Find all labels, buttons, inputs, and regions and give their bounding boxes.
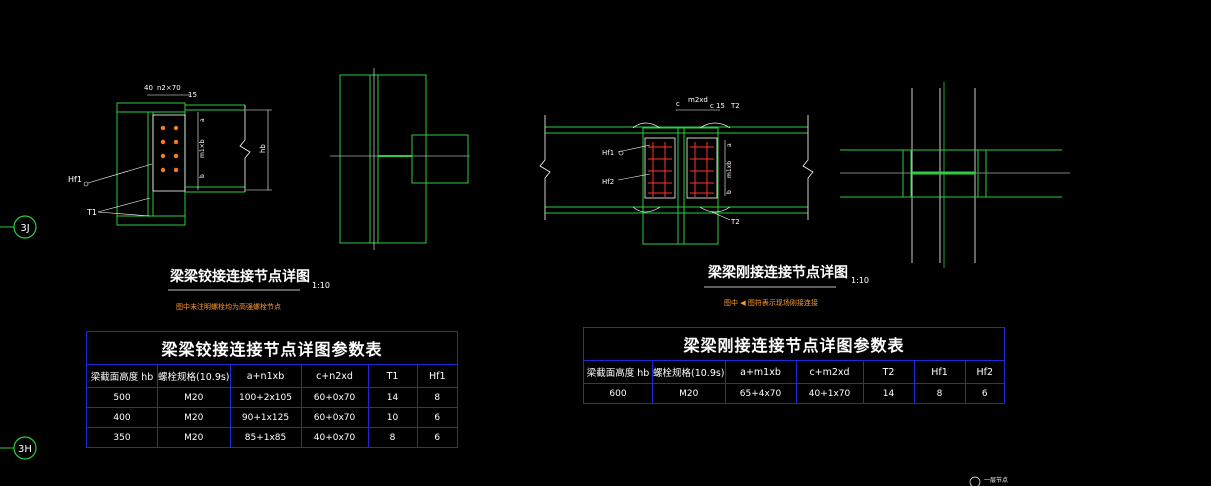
corner-note: 一层节点: [984, 476, 1008, 484]
hinge-scale: 1:10: [312, 281, 330, 290]
table-cell: 14: [862, 383, 915, 404]
rigid-header-0: 梁截面高度 hb: [583, 360, 653, 384]
hinge-hf1-label: Hf1: [68, 175, 82, 184]
table-cell: M20: [157, 407, 231, 428]
table-cell: 8: [416, 387, 459, 408]
hinge-header-2: a+n1xb: [229, 364, 302, 388]
rigid-dim-m1xb: m1xb: [726, 161, 733, 178]
hinge-dim-b: b: [199, 174, 206, 178]
table-cell: 6: [416, 407, 459, 428]
table-cell: 6: [416, 427, 459, 448]
table-cell: M20: [157, 387, 231, 408]
table-cell: M20: [652, 383, 726, 404]
table-cell: 400: [86, 407, 158, 428]
hinge-elevation: 40 n2×70 15 a m1×b b hb Hf1 T1: [68, 84, 272, 226]
hinge-header-3: c+n2xd: [300, 364, 369, 388]
rigid-bolts: [648, 142, 714, 197]
hinge-table-title: 梁梁铰接连接节点详图参数表: [86, 331, 458, 365]
table-cell: 14: [367, 387, 418, 408]
rigid-side-view: [840, 82, 1070, 268]
table-cell: 100+2x105: [229, 387, 302, 408]
hinge-dim-a: a: [199, 118, 206, 122]
rigid-dim-15: 15: [716, 102, 725, 110]
rigid-dim-c: c: [676, 100, 680, 108]
table-cell: 10: [367, 407, 418, 428]
rigid-header-6: Hf2: [964, 360, 1006, 384]
hinge-dim-m1xb: m1×b: [199, 139, 206, 158]
hinge-header-0: 梁截面高度 hb: [86, 364, 158, 388]
rigid-header-3: c+m2xd: [795, 360, 864, 384]
axis-bubble-3j: 3J: [0, 215, 37, 239]
rigid-note: 图中 ◀ 图符表示现场刚接连接: [724, 298, 818, 307]
rigid-dim-a: a: [726, 143, 733, 147]
table-cell: 350: [86, 427, 158, 448]
rigid-label-t2-bottom: T2: [730, 218, 740, 226]
table-cell: 6: [964, 383, 1006, 404]
rigid-dim-c2: c: [710, 102, 714, 110]
table-row: 400 M20 90+1x125 60+0x70 10 6: [86, 407, 459, 428]
rigid-param-table: 梁梁刚接连接节点详图参数表 梁截面高度 hb 螺栓规格(10.9s) a+m1x…: [583, 327, 1006, 404]
table-cell: M20: [157, 427, 231, 448]
hinge-title: 梁梁铰接连接节点详图: [169, 268, 310, 285]
hinge-param-table: 梁梁铰接连接节点详图参数表 梁截面高度 hb 螺栓规格(10.9s) a+n1x…: [86, 331, 459, 448]
table-cell: 40+1x70: [795, 383, 864, 404]
table-cell: 60+0x70: [300, 407, 369, 428]
axis-bubble-3h: 3H: [0, 436, 37, 460]
rigid-table-title: 梁梁刚接连接节点详图参数表: [583, 327, 1005, 361]
table-cell: 8: [367, 427, 418, 448]
rigid-hf1-label: Hf1: [602, 149, 614, 157]
axis-label-3h: 3H: [18, 444, 32, 455]
hinge-header-1: 螺栓规格(10.9s): [157, 364, 231, 388]
table-row: 500 M20 100+2x105 60+0x70 14 8: [86, 387, 459, 408]
table-row: 350 M20 85+1x85 40+0x70 8 6: [86, 427, 459, 448]
table-cell: 40+0x70: [300, 427, 369, 448]
hinge-bolts: [160, 125, 179, 173]
rigid-header-4: T2: [862, 360, 915, 384]
rigid-header-5: Hf1: [913, 360, 966, 384]
rigid-dim-m2xd: m2xd: [688, 96, 708, 104]
table-cell: 65+4x70: [724, 383, 797, 404]
rigid-elevation: c m2xd c 15 T2 a m1xb b Hf1 Hf2 T2: [539, 96, 814, 245]
table-cell: 8: [913, 383, 966, 404]
rigid-header-2: a+m1xb: [724, 360, 797, 384]
hinge-side-view: [330, 68, 470, 250]
hinge-header-5: Hf1: [416, 364, 459, 388]
rigid-header-1: 螺栓规格(10.9s): [652, 360, 726, 384]
rigid-label-t2-top: T2: [730, 102, 740, 110]
table-cell: 600: [583, 383, 653, 404]
rigid-dim-b: b: [726, 190, 733, 194]
hinge-dim-15: 15: [188, 91, 197, 99]
hinge-dim-40: 40: [144, 84, 153, 92]
hinge-header-4: T1: [367, 364, 418, 388]
table-cell: 85+1x85: [229, 427, 302, 448]
hinge-note: 图中未注明螺栓均为高强螺栓节点: [176, 302, 281, 311]
table-cell: 90+1x125: [229, 407, 302, 428]
table-cell: 500: [86, 387, 158, 408]
table-row: 600 M20 65+4x70 40+1x70 14 8 6: [583, 383, 1006, 404]
rigid-title: 梁梁刚接连接节点详图: [707, 264, 848, 281]
rigid-scale: 1:10: [851, 276, 869, 285]
hinge-dim-hb: hb: [259, 144, 267, 153]
table-cell: 60+0x70: [300, 387, 369, 408]
rigid-hf2-label: Hf2: [602, 178, 614, 186]
hinge-t1-label: T1: [86, 208, 97, 217]
axis-label-3j: 3J: [20, 223, 29, 234]
hinge-dim-n2x70: n2×70: [157, 84, 181, 92]
